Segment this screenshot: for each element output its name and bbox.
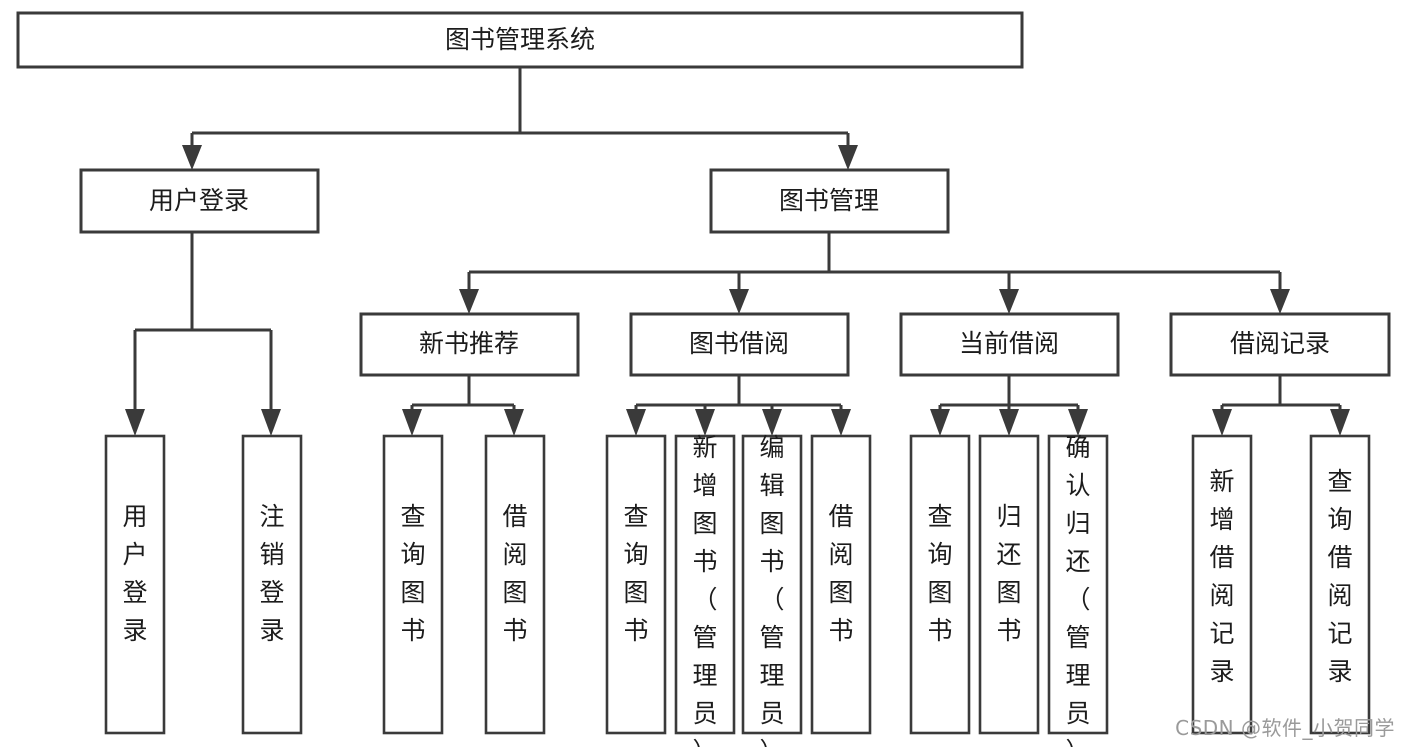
node-leaf-return-book-label: 归还图书 bbox=[996, 502, 1021, 645]
node-current-borrow-label: 当前借阅 bbox=[959, 329, 1059, 358]
node-book-manage-label: 图书管理 bbox=[779, 186, 879, 215]
node-borrow-record[interactable]: 借阅记录 bbox=[1169, 312, 1391, 377]
node-leaf-query-book-2[interactable]: 查询图书 bbox=[605, 434, 667, 735]
node-leaf-add-record[interactable]: 新增借阅记录 bbox=[1191, 434, 1253, 735]
node-leaf-query-book-3[interactable]: 查询图书 bbox=[909, 434, 971, 735]
connector-borrowrecord-to-leaves bbox=[1212, 375, 1350, 436]
node-leaf-confirm-return-label: 确认归还（管理员） bbox=[1065, 433, 1090, 747]
node-leaf-edit-book-label: 编辑图书（管理员） bbox=[759, 433, 784, 747]
node-book-manage[interactable]: 图书管理 bbox=[709, 168, 950, 234]
node-leaf-query-book-3-label: 查询图书 bbox=[927, 502, 952, 645]
connector-userlogin-to-leaves bbox=[125, 232, 281, 436]
node-leaf-add-book[interactable]: 新增图书（管理员） bbox=[674, 433, 736, 747]
connector-currentborrow-to-leaves bbox=[930, 375, 1088, 436]
node-user-login[interactable]: 用户登录 bbox=[79, 168, 320, 234]
node-new-book-recommend[interactable]: 新书推荐 bbox=[359, 312, 580, 377]
node-leaf-logout-login[interactable]: 注销登录 bbox=[241, 434, 303, 735]
node-leaf-return-book[interactable]: 归还图书 bbox=[978, 434, 1040, 735]
node-leaf-query-book-1[interactable]: 查询图书 bbox=[382, 434, 444, 735]
node-book-borrow-label: 图书借阅 bbox=[689, 329, 789, 358]
node-root[interactable]: 图书管理系统 bbox=[16, 11, 1024, 69]
node-current-borrow[interactable]: 当前借阅 bbox=[899, 312, 1120, 377]
node-leaf-query-book-2-label: 查询图书 bbox=[623, 502, 648, 645]
node-leaf-add-record-label: 新增借阅记录 bbox=[1209, 467, 1234, 686]
node-leaf-query-record-label: 查询借阅记录 bbox=[1327, 467, 1352, 686]
node-leaf-confirm-return[interactable]: 确认归还（管理员） bbox=[1047, 433, 1109, 747]
connector-root-to-level2 bbox=[182, 68, 858, 170]
node-root-label: 图书管理系统 bbox=[445, 25, 595, 54]
node-leaf-borrow-book-1-label: 借阅图书 bbox=[502, 502, 527, 645]
node-leaf-borrow-book-2-label: 借阅图书 bbox=[828, 502, 853, 645]
node-leaf-edit-book[interactable]: 编辑图书（管理员） bbox=[741, 433, 803, 747]
node-leaf-query-record[interactable]: 查询借阅记录 bbox=[1309, 434, 1371, 735]
node-leaf-user-login-label: 用户登录 bbox=[122, 502, 147, 645]
node-leaf-logout-login-label: 注销登录 bbox=[259, 502, 284, 645]
node-leaf-user-login[interactable]: 用户登录 bbox=[104, 434, 166, 735]
node-user-login-label: 用户登录 bbox=[149, 186, 249, 215]
connector-newbook-to-leaves bbox=[402, 375, 524, 436]
connector-bookmanage-to-level3 bbox=[459, 232, 1290, 314]
node-book-borrow[interactable]: 图书借阅 bbox=[629, 312, 850, 377]
connector-bookborrow-to-leaves bbox=[626, 375, 851, 436]
node-leaf-query-book-1-label: 查询图书 bbox=[400, 502, 425, 645]
node-leaf-add-book-label: 新增图书（管理员） bbox=[692, 433, 717, 747]
csdn-watermark: CSDN @软件_小贺同学 bbox=[1175, 716, 1395, 740]
node-borrow-record-label: 借阅记录 bbox=[1230, 329, 1330, 358]
node-new-book-recommend-label: 新书推荐 bbox=[419, 329, 519, 358]
node-leaf-borrow-book-1[interactable]: 借阅图书 bbox=[484, 434, 546, 735]
node-leaf-borrow-book-2[interactable]: 借阅图书 bbox=[810, 434, 872, 735]
